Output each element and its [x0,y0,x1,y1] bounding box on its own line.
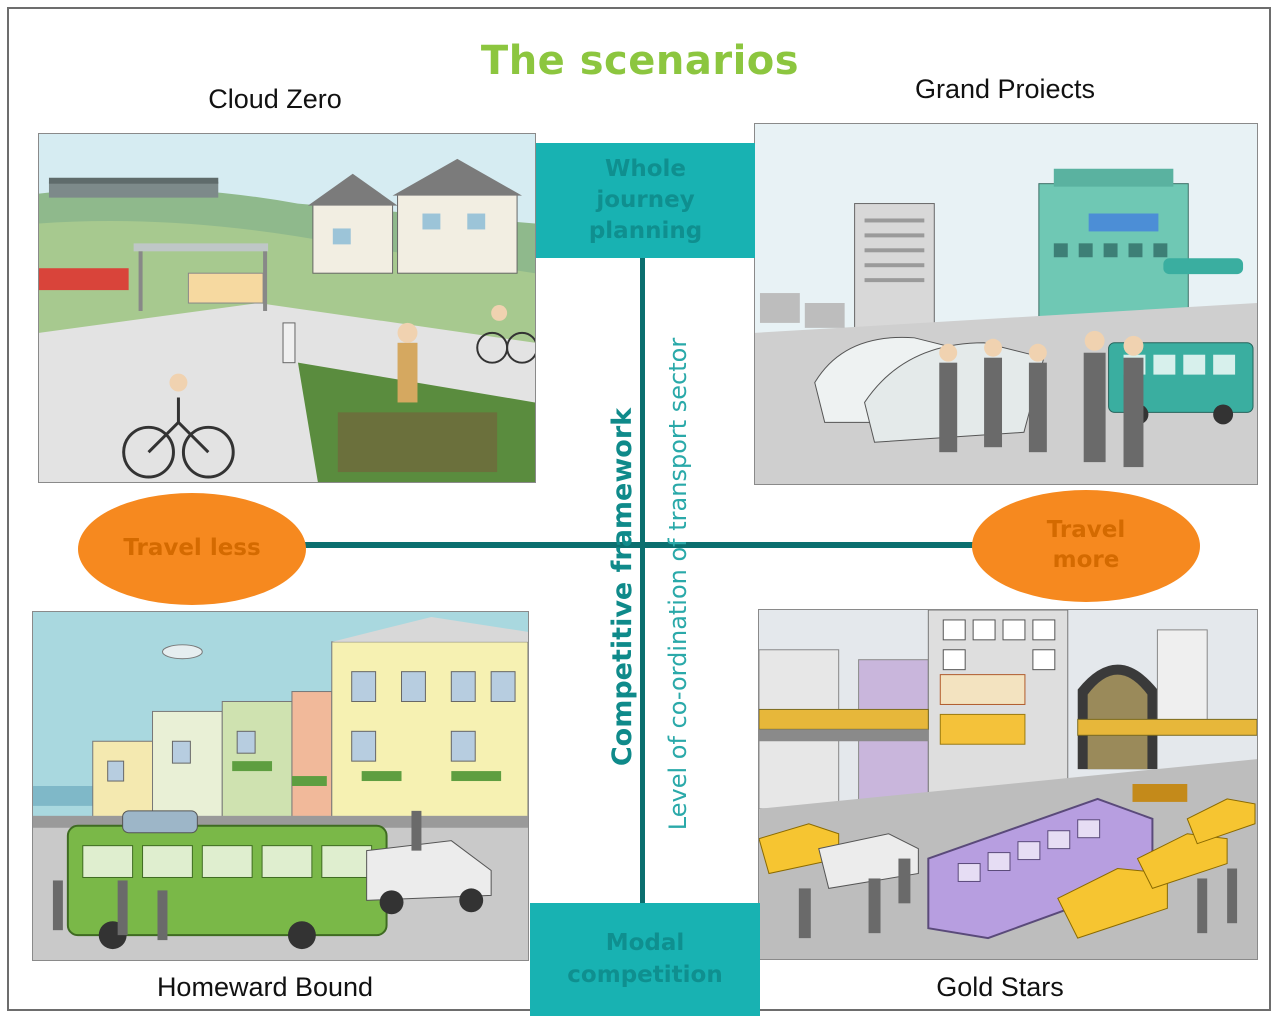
modal-competition-label: Modal competition [567,930,723,988]
grand-projects-illustration [754,123,1258,485]
cloud-zero-illustration [38,133,536,483]
whole-journey-planning-box: Whole journey planning [536,143,755,258]
travel-less-label: Travel less [123,535,261,562]
caption-grand-projects: Grand Proiects [914,74,1096,104]
caption-gold-stars: Gold Stars [936,972,1064,1002]
travel-more-oval: Travel more [972,490,1200,602]
coordination-level-label: Level of co-ordination of transport sect… [664,337,692,831]
competitive-framework-label: Competitive framework [607,407,638,767]
homeward-bound-illustration [32,611,529,961]
travel-less-oval: Travel less [78,493,306,605]
travel-more-label: Travel more [1046,517,1126,573]
caption-homeward-bound: Homeward Bound [156,972,374,1002]
whole-journey-planning-label: Whole journey planning [588,155,703,245]
figure-title: The scenarios [480,38,800,84]
modal-competition-box: Modal competition [530,903,760,1016]
caption-cloud-zero: Cloud Zero [208,84,342,114]
gold-stars-illustration [758,609,1258,960]
vertical-axis-line [640,255,645,905]
